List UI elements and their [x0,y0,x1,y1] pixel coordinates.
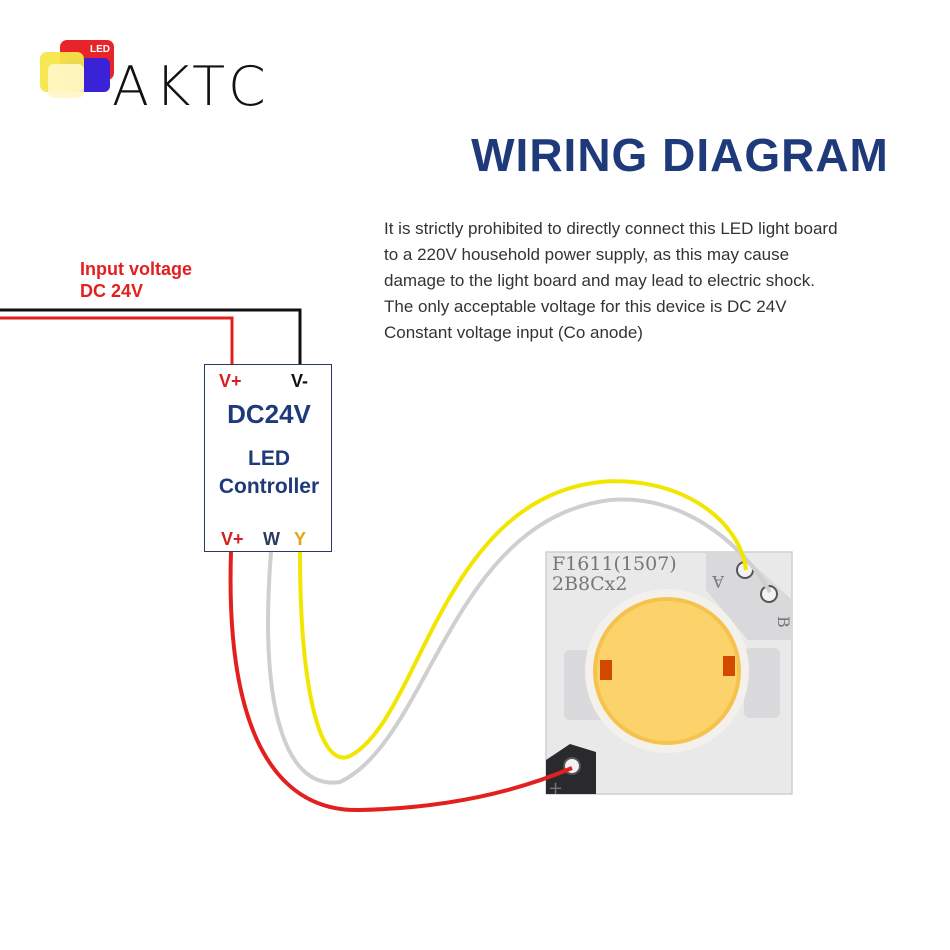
yellow-output-wire [298,479,748,760]
controller-name-line1: LED [248,447,290,470]
logo-mark: LED [40,40,114,98]
warning-text: It is strictly prohibited to directly co… [384,216,914,346]
controller-name-line2: Controller [218,475,320,498]
cob-model-line1: F1611(1507) [552,553,677,575]
terminal-b-label: B [774,616,793,628]
input-voltage-line2: DC 24V [80,281,144,301]
controller-vminus-in: V- [291,371,309,391]
input-voltage-label: Input voltage DC 24V [80,258,192,302]
terminal-plus-label: + [548,778,563,799]
cob-model-line2: 2B8Cx2 [552,573,627,595]
warning-line: Constant voltage input (Co anode) [384,323,643,342]
controller-vplus-in: V+ [219,371,242,391]
page-title: WIRING DIAGRAM [471,129,889,181]
controller-vplus-out: V+ [221,529,244,549]
led-controller-box: V+ V- DC24V LED Controller V+ W Y [204,364,332,552]
warning-line: The only acceptable voltage for this dev… [384,297,787,316]
brand-name: AKTC [112,55,272,118]
white-output-wire [266,497,772,785]
warning-line: to a 220V household power supply, as thi… [384,245,790,264]
cob-board: F1611(1507) 2B8Cx2 A B + [545,551,793,799]
red-input-wire [0,316,234,364]
led-core [595,599,739,743]
controller-voltage: DC24V [227,399,311,429]
red-output-wire [228,551,573,813]
input-voltage-line1: Input voltage [80,259,192,279]
controller-y-out: Y [294,529,307,549]
controller-w-out: W [263,529,280,549]
black-input-wire [0,308,302,364]
warning-line: It is strictly prohibited to directly co… [384,219,838,238]
warning-line: damage to the light board and may lead t… [384,271,815,290]
logo-badge-text: LED [90,44,110,55]
terminal-a-label: A [712,572,725,591]
